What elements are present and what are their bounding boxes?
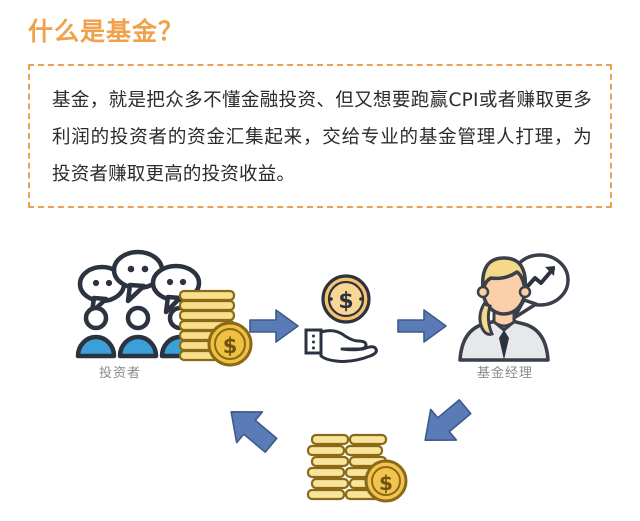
diagram-label-fund-manager: 基金经理 bbox=[476, 366, 533, 381]
definition-paragraph: 基金，就是把众多不懂金融投资、但又想要跑赢CPI或者赚取更多利润的投资者的资金汇… bbox=[52, 90, 592, 185]
diagram-label-investors: 投资者 bbox=[98, 366, 141, 381]
hand-holding-coin-icon: $ bbox=[304, 272, 386, 363]
svg-text:$: $ bbox=[379, 471, 393, 495]
svg-text:$: $ bbox=[338, 289, 353, 314]
diagram-node-fund-manager bbox=[452, 252, 572, 364]
diagram-arrow-handoff-to-manager bbox=[396, 306, 448, 346]
fund-manager-person-with-growth-chart-bubble-icon bbox=[452, 252, 572, 364]
diagram-node-investors: $ bbox=[72, 249, 253, 372]
diagram-arrow-manager-to-returns bbox=[406, 396, 478, 456]
arrow-right-icon bbox=[396, 306, 448, 346]
definition-callout-box: 基金，就是把众多不懂金融投资、但又想要跑赢CPI或者赚取更多利润的投资者的资金汇… bbox=[28, 64, 612, 208]
arrow-right-icon bbox=[248, 306, 300, 346]
gold-coin-stack-icon: $ bbox=[300, 425, 410, 507]
diagram-node-returns: $ bbox=[300, 425, 410, 507]
diagram-node-money-handoff: $ bbox=[304, 272, 386, 363]
diagram-arrow-returns-to-investors bbox=[212, 396, 284, 456]
svg-text:$: $ bbox=[223, 334, 238, 358]
investors-with-speech-bubbles-and-coins-icon: $ bbox=[72, 249, 253, 372]
arrow-down-left-icon bbox=[406, 396, 478, 456]
arrow-up-left-icon bbox=[212, 396, 284, 456]
page-title: 什么是基金？ bbox=[28, 18, 185, 46]
diagram-arrow-investors-to-handoff bbox=[248, 306, 300, 346]
fund-flow-diagram: $ 投资者 $ bbox=[0, 230, 640, 521]
